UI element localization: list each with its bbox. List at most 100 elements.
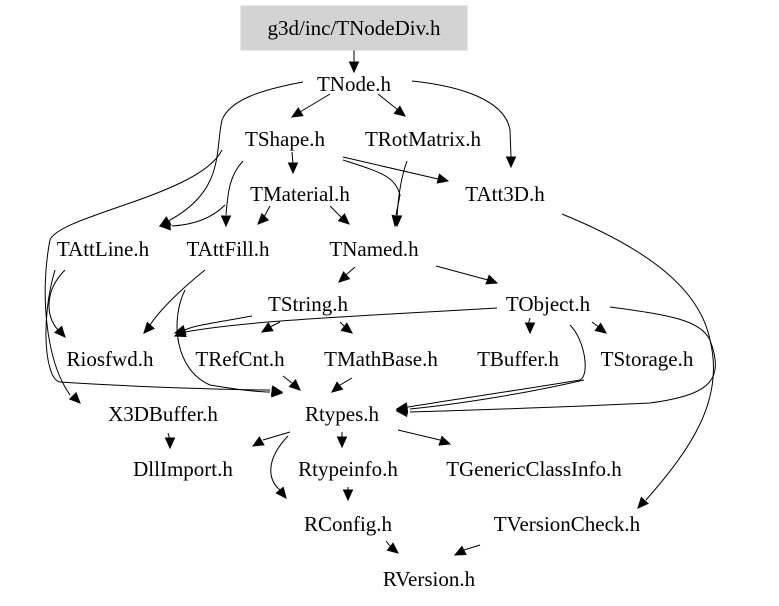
node-label: RConfig.h	[304, 512, 393, 536]
root-node-box	[240, 5, 468, 51]
edge-line	[345, 266, 356, 276]
edge-tnode-to-trotmatrix	[377, 93, 406, 117]
arrowhead-icon	[342, 489, 354, 502]
node-dllimport[interactable]: DllImport.h	[133, 457, 233, 481]
edge-tstring-to-trefcnt	[260, 321, 281, 333]
arrowhead-icon	[54, 325, 66, 338]
node-label: TMaterial.h	[250, 182, 350, 206]
node-tattline[interactable]: TAttLine.h	[57, 237, 150, 261]
node-tnode[interactable]: TNode.h	[317, 72, 392, 96]
edge-tattfill-to-rtypes	[176, 289, 284, 398]
edge-tattline-to-rtypes	[45, 269, 284, 396]
edge-line	[171, 204, 226, 227]
arrowhead-icon	[275, 486, 287, 499]
edge-tnode-to-tatt3d	[411, 80, 517, 169]
edge-rconfig-to-rversion	[385, 540, 399, 554]
arrowhead-icon	[173, 327, 187, 338]
root-node[interactable]: g3d/inc/TNodeDiv.h	[240, 5, 468, 51]
edge-line	[409, 379, 585, 410]
edge-line	[329, 205, 343, 219]
arrowhead-icon	[438, 435, 452, 446]
edge-line	[561, 213, 714, 501]
node-tstring[interactable]: TString.h	[268, 292, 348, 316]
node-rversion[interactable]: RVersion.h	[383, 567, 476, 591]
node-tstorage[interactable]: TStorage.h	[601, 347, 694, 371]
arrowhead-icon	[336, 436, 348, 449]
arrowhead-icon	[436, 173, 450, 184]
arrowhead-icon	[340, 322, 353, 334]
node-label: TMathBase.h	[324, 347, 438, 371]
edge-tmaterial-to-tattfill	[257, 205, 271, 225]
node-tgenericclassinfo[interactable]: TGenericClassInfo.h	[446, 457, 622, 481]
edge-line	[169, 81, 304, 221]
arrowhead-icon	[386, 542, 399, 554]
arrowhead-icon	[271, 386, 284, 398]
arrowhead-icon	[453, 545, 467, 556]
edge-x3dbuffer-to-dllimport	[164, 432, 176, 450]
edge-line	[377, 93, 399, 111]
node-trefcnt[interactable]: TRefCnt.h	[195, 347, 285, 371]
node-label: TGenericClassInfo.h	[446, 457, 622, 481]
arrowhead-icon	[637, 496, 649, 509]
edge-line	[270, 435, 289, 491]
node-tattfill[interactable]: TAttFill.h	[187, 237, 270, 261]
edge-line	[45, 269, 271, 391]
node-trotmatrix[interactable]: TRotMatrix.h	[365, 127, 482, 151]
node-label: TBuffer.h	[477, 347, 559, 371]
node-tobject[interactable]: TObject.h	[506, 292, 591, 316]
node-tversioncheck[interactable]: TVersionCheck.h	[494, 512, 641, 536]
node-x3dbuffer[interactable]: X3DBuffer.h	[108, 402, 218, 426]
edge-tversioncheck-to-rversion	[453, 544, 481, 556]
edge-tshape-to-tatt3d	[342, 156, 450, 184]
edge-line	[435, 265, 489, 281]
edge-tobject-to-tbuffer	[524, 317, 536, 335]
edge-tobject-to-riosfwd	[173, 307, 498, 338]
node-rconfig[interactable]: RConfig.h	[304, 512, 393, 536]
edge-tshape-to-tattfill	[220, 160, 244, 228]
arrowhead-icon	[485, 274, 499, 285]
node-tshape[interactable]: TShape.h	[245, 127, 325, 151]
arrowhead-icon	[287, 162, 299, 175]
node-tmaterial[interactable]: TMaterial.h	[250, 182, 350, 206]
node-label: TAttFill.h	[187, 237, 270, 261]
edge-line	[385, 540, 391, 547]
node-label: Riosfwd.h	[67, 347, 154, 371]
edge-line	[409, 306, 716, 413]
node-rtypeinfo[interactable]: Rtypeinfo.h	[298, 457, 398, 481]
edge-line	[291, 151, 294, 165]
node-label: TStorage.h	[601, 347, 694, 371]
edge-line	[263, 205, 271, 218]
node-rtypes[interactable]: Rtypes.h	[305, 402, 380, 426]
node-tnamed[interactable]: TNamed.h	[329, 237, 419, 261]
edge-rtypeinfo-to-rconfig	[342, 487, 354, 502]
edge-tshape-to-x3dbuffer	[44, 149, 223, 404]
node-label: Rtypeinfo.h	[298, 457, 398, 481]
node-label: TShape.h	[245, 127, 325, 151]
edge-line	[262, 431, 291, 441]
edge-tstring-to-tmathbase	[339, 321, 353, 334]
node-label: TAtt3D.h	[465, 182, 545, 206]
node-tbuffer[interactable]: TBuffer.h	[477, 347, 559, 371]
node-label: TString.h	[268, 292, 348, 316]
edge-line	[282, 375, 293, 384]
edge-tattline-to-riosfwd	[48, 269, 66, 338]
edge-line	[342, 159, 401, 216]
arrowhead-icon	[337, 213, 350, 225]
node-riosfwd[interactable]: Riosfwd.h	[67, 347, 154, 371]
edge-line	[463, 544, 481, 551]
node-tatt3d[interactable]: TAtt3D.h	[465, 182, 545, 206]
edge-line	[44, 149, 223, 396]
node-label: RVersion.h	[383, 567, 476, 591]
edge-line	[184, 315, 253, 331]
edge-tmaterial-to-tnamed	[329, 205, 350, 225]
edge-line	[225, 160, 244, 216]
arrowhead-icon	[164, 437, 176, 450]
node-tmathbase[interactable]: TMathBase.h	[324, 347, 438, 371]
edge-trefcnt-to-rtypes	[282, 375, 301, 391]
node-label: TNode.h	[317, 72, 392, 96]
node-label: TRotMatrix.h	[365, 127, 482, 151]
arrowhead-icon	[391, 215, 403, 228]
arrowhead-icon	[288, 379, 301, 391]
edge-tshape-to-tmaterial	[287, 151, 299, 175]
